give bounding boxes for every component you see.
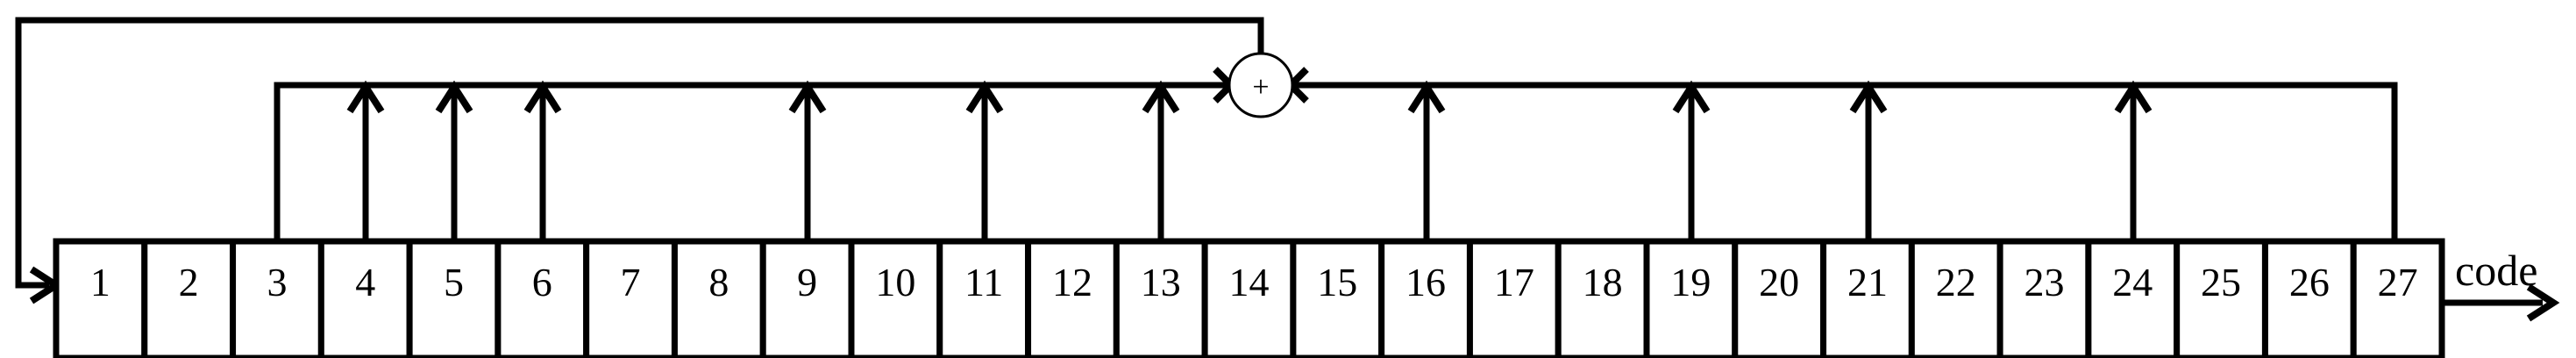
register-cell-label: 9 [797,260,817,304]
register-cell[interactable]: 11 [936,238,1032,358]
register-cell-label: 16 [1405,260,1446,304]
register-cell-label: 7 [621,260,641,304]
register-cell-label: 13 [1141,260,1181,304]
register-cell-box[interactable] [317,238,413,358]
register-cell-label: 5 [444,260,464,304]
register-cell[interactable]: 22 [1908,238,2003,358]
tap-riser-stage-11 [965,80,1004,241]
register-cell-box[interactable] [936,238,1032,358]
register-cell-label: 22 [1936,260,1976,304]
feedback-wire [15,17,1264,289]
register-cell[interactable]: 24 [2085,238,2181,358]
register-cell[interactable]: 25 [2174,238,2268,358]
register-cell[interactable]: 5 [406,238,502,358]
register-cell-label: 21 [1847,260,1888,304]
register-cell[interactable]: 21 [1820,238,1915,358]
register-cell[interactable]: 20 [1732,238,1827,358]
register-cell-box[interactable] [1820,238,1915,358]
tap-riser-stage-6 [523,80,562,241]
register-cell-box[interactable] [2261,238,2357,358]
adder-plus-symbol: + [1252,71,1269,104]
register-cell-label: 23 [2025,260,2065,304]
register-cell[interactable]: 12 [1025,238,1120,358]
register-cell-label: 10 [875,260,915,304]
output-arrow-icon [2526,283,2560,322]
output-label: code [2455,246,2537,295]
register-cell-label: 26 [2289,260,2330,304]
register-cell[interactable]: 26 [2261,238,2357,358]
register-cell-label: 11 [964,260,1003,304]
register-cell[interactable]: 8 [671,238,766,358]
register-cell-box[interactable] [230,238,324,358]
tap-riser-stage-21 [1849,80,1888,241]
register-cell-label: 18 [1583,260,1623,304]
register-cell[interactable]: 17 [1466,238,1562,358]
tap-riser-stage-24 [2114,80,2153,241]
tap-bus [274,67,2398,241]
register-cell-box[interactable] [1201,238,1297,358]
register-cell-label: 2 [179,260,199,304]
register-cell[interactable]: 9 [759,238,855,358]
register-cell[interactable]: 14 [1201,238,1297,358]
register-cell[interactable]: 18 [1555,238,1650,358]
tap-riser-stage-13 [1142,80,1180,241]
register-cell-label: 6 [532,260,552,304]
register-cell-box[interactable] [1555,238,1650,358]
register-cell-label: 15 [1317,260,1357,304]
register-cell-box[interactable] [1643,238,1739,358]
tap-riser-stage-19 [1672,80,1711,241]
register-cell-box[interactable] [671,238,766,358]
register-cell-box[interactable] [759,238,855,358]
register-cell[interactable]: 10 [848,238,943,358]
register-cell-box[interactable] [583,238,678,358]
adder-circle [1228,52,1294,118]
register-cell-label: 4 [355,260,375,304]
register-cell[interactable]: 4 [317,238,413,358]
tap-riser-stage-16 [1407,80,1446,241]
register-cell[interactable]: 19 [1643,238,1739,358]
register-cell[interactable]: 1 [53,238,148,358]
register-cell-label: 14 [1229,260,1270,304]
register-cell-label: 25 [2201,260,2241,304]
register-cell-label: 17 [1494,260,1534,304]
register-cell[interactable]: 16 [1378,238,1473,358]
register-cell-box[interactable] [141,238,237,358]
register-cell[interactable]: 3 [230,238,324,358]
register-cell-label: 8 [708,260,729,304]
tap-bus-left-wire [274,82,1231,241]
register-cell[interactable]: 2 [141,238,237,358]
code-output: code [2442,246,2560,322]
tap-bus-right-wire [1291,82,2398,241]
register-cell-label: 3 [267,260,287,304]
register-cell-label: 12 [1052,260,1092,304]
register-cell[interactable]: 6 [495,238,590,358]
tap-riser-stage-9 [788,80,827,241]
register-cell-box[interactable] [848,238,943,358]
tap-risers [346,80,2153,241]
register-cell[interactable]: 23 [1996,238,2092,358]
register-cell-label: 24 [2112,260,2153,304]
register-cell[interactable]: 27 [2350,238,2445,358]
register-cell-label: 27 [2378,260,2418,304]
register-cell-box[interactable] [406,238,502,358]
register-cell-label: 1 [90,260,110,304]
register-cell-label: 20 [1759,260,1799,304]
register-cell[interactable]: 13 [1113,238,1208,358]
register-cell[interactable]: 15 [1290,238,1385,358]
tap-riser-stage-5 [435,80,473,241]
register-cell-label: 19 [1670,260,1711,304]
xor-adder: + [1228,52,1294,118]
register-cell[interactable]: 7 [583,238,678,358]
tap-riser-stage-4 [346,80,385,241]
